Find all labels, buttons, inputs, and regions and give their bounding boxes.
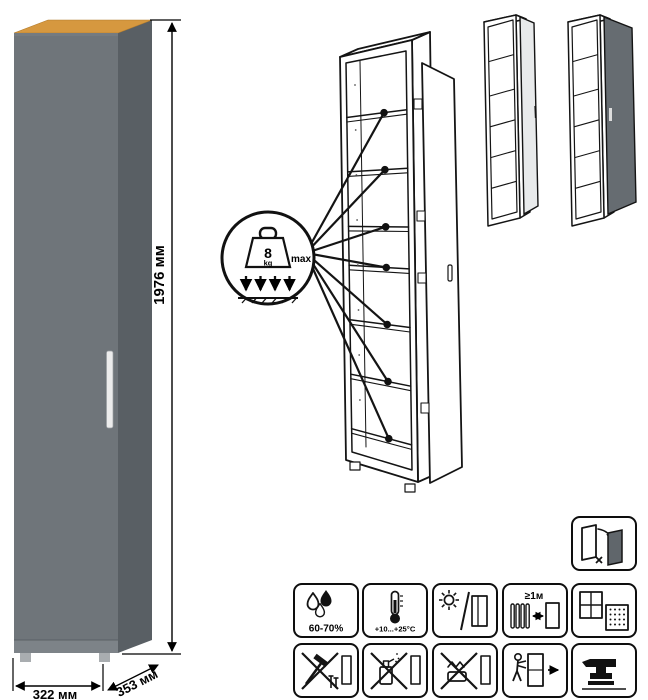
- load-max-label: max: [291, 254, 311, 265]
- door-options: [483, 14, 637, 227]
- shelf-pointer-dots: [380, 108, 393, 443]
- shelf-load-badge: 8 kg max: [220, 210, 316, 306]
- thermometer-icon: +10...+25°C: [375, 590, 416, 633]
- water-drops-icon: 60-70%: [306, 589, 344, 634]
- humidity-label: 60-70%: [309, 623, 344, 634]
- depth-label: 353 мм: [114, 666, 161, 700]
- no-heavy-pictogram: [571, 643, 637, 698]
- width-label: 322 мм: [33, 687, 78, 700]
- height-label: 1976 мм: [151, 245, 168, 305]
- width-dimension: 322 мм: [12, 658, 104, 700]
- radiator-distance-icon: ≥1м: [510, 591, 560, 629]
- window-and-grid-icon: [579, 590, 629, 631]
- door-option-b-diagram: [567, 14, 637, 227]
- cabinet-side-panel: [118, 20, 152, 653]
- cabinet-plinth: [14, 640, 118, 653]
- moving-pictogram: [502, 643, 568, 698]
- no-abrasives-pictogram: [432, 643, 498, 698]
- door-option-b-handle: [609, 108, 612, 121]
- shelf-pointer-lines: [304, 112, 390, 440]
- height-dimension: 1976 мм: [122, 19, 181, 655]
- shelves: [346, 108, 413, 450]
- door-option-a-door: [519, 15, 539, 216]
- cabinet-feet: [20, 653, 110, 662]
- ventilation-pictogram: [571, 583, 637, 638]
- door-handle: [106, 350, 114, 429]
- assembly-drawing: 8 kg max: [220, 31, 463, 493]
- cabinet-door: [14, 36, 118, 640]
- open-door: [413, 62, 463, 484]
- door-handle-drawing: [447, 264, 453, 282]
- person-moving-cabinet-icon: [512, 652, 560, 687]
- no-solvents-pictogram: [362, 643, 428, 698]
- no-hammer-pictogram: [293, 643, 359, 698]
- distance-label: ≥1м: [525, 591, 543, 602]
- drawing-feet: [349, 461, 416, 493]
- temperature-pictogram: +10...+25°C: [362, 583, 428, 638]
- depth-dimension: 353 мм: [107, 664, 161, 700]
- crossed-abrasive-icon: [440, 651, 491, 690]
- crossed-hammer-icon: [301, 651, 352, 690]
- door-option-a-diagram: [483, 14, 539, 227]
- weight-icon: [244, 236, 292, 269]
- door-hinges: [413, 98, 430, 414]
- crossed-spray-bottle-icon: [370, 651, 421, 690]
- load-ground-hatch: [238, 297, 298, 304]
- product-photo: 1976 мм 322 мм 353 мм: [12, 19, 181, 700]
- shelf-peg-holes: [354, 84, 361, 401]
- door-care-pictogram: [571, 516, 637, 571]
- load-arrows-icon: [239, 276, 296, 292]
- humidity-pictogram: 60-70%: [293, 583, 359, 638]
- anvil-icon: [582, 658, 626, 690]
- door-panels-arrow-icon: [581, 523, 623, 566]
- load-value: 8: [264, 245, 272, 261]
- door-option-b-door: [603, 15, 637, 216]
- distance-pictogram: ≥1м: [502, 583, 568, 638]
- sun-and-cabinet-icon: [439, 589, 488, 630]
- temperature-label: +10...+25°C: [375, 624, 416, 633]
- load-unit: kg: [264, 259, 273, 268]
- sunlight-pictogram: [432, 583, 498, 638]
